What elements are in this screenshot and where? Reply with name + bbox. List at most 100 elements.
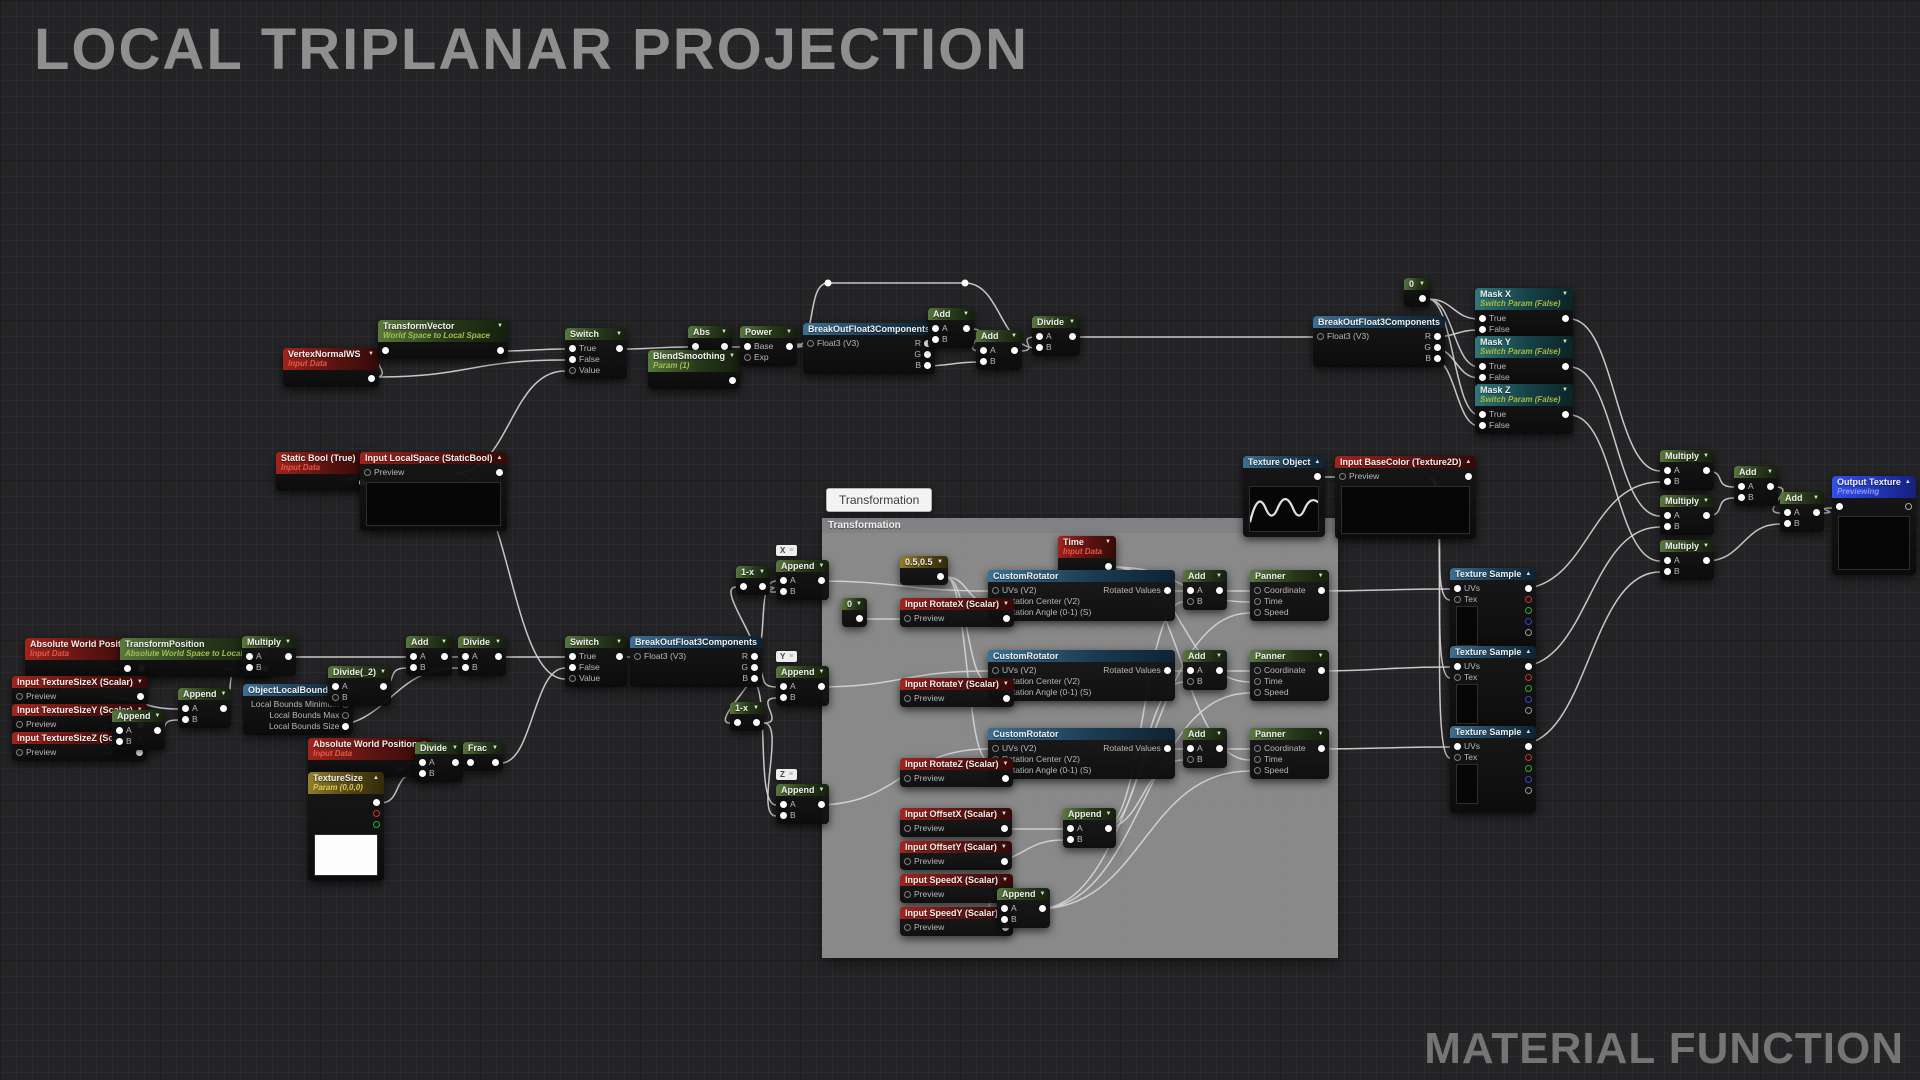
- input-speedx-node[interactable]: Input SpeedX (Scalar)▼Preview: [900, 874, 1013, 903]
- panner-3-input-Time-pin[interactable]: [1254, 755, 1261, 763]
- reroute-node[interactable]: [961, 279, 969, 287]
- breakout-bottom-input-Float3 (V3)-pin[interactable]: [634, 652, 641, 660]
- collapse-caret-icon[interactable]: ▼: [441, 639, 447, 645]
- panner-3-input-Coordinate-pin[interactable]: [1254, 744, 1261, 752]
- divide-half-input-A-pin[interactable]: [332, 682, 339, 690]
- texture-sample-2-header[interactable]: Texture Sample▲: [1450, 646, 1537, 658]
- panner-2-input-Speed-pin[interactable]: [1254, 688, 1261, 696]
- collapse-caret-icon[interactable]: ▼: [154, 713, 161, 719]
- panner-1-input-Time-pin[interactable]: [1254, 597, 1261, 605]
- multiply-right-2-input-B-pin[interactable]: [1664, 522, 1671, 530]
- multiply-right-3-header[interactable]: Multiply▼: [1660, 540, 1714, 552]
- texture-sample-3-header[interactable]: Texture Sample▲: [1450, 726, 1537, 738]
- collapse-caret-icon[interactable]: ▼: [759, 569, 765, 575]
- panner-3-header[interactable]: Panner▼: [1250, 728, 1329, 740]
- collapse-caret-icon[interactable]: ▼: [136, 679, 143, 685]
- breakout-top-output-R-pin[interactable]: [924, 339, 932, 347]
- multiply-right-3-output-0-pin[interactable]: [1702, 556, 1710, 564]
- mask-x-input-False-pin[interactable]: [1479, 325, 1486, 333]
- breakout-right-output-G-pin[interactable]: [1434, 343, 1442, 351]
- output-texture-header[interactable]: Output Texture▲Previewing: [1832, 476, 1916, 498]
- mask-x-output-0-pin[interactable]: [1562, 314, 1569, 322]
- collapse-caret-icon[interactable]: ▼: [1000, 844, 1007, 850]
- multiply-right-2-header[interactable]: Multiply▼: [1660, 495, 1714, 507]
- breakout-right-output-R-pin[interactable]: [1434, 332, 1442, 340]
- transformvector-input-0-pin[interactable]: [382, 346, 389, 354]
- collapse-caret-icon[interactable]: ▲: [373, 775, 379, 781]
- input-offsetx-input-Preview-pin[interactable]: [904, 824, 911, 832]
- panner-2-output-0-pin[interactable]: [1317, 666, 1325, 674]
- texture-sample-2-output-0-pin[interactable]: [1525, 662, 1533, 670]
- add-panner-3-input-A-pin[interactable]: [1187, 744, 1194, 752]
- mask-z-output-0-pin[interactable]: [1562, 410, 1569, 418]
- input-rotatex-header[interactable]: Input RotateX (Scalar)▼: [900, 598, 1014, 610]
- input-rotatex-node[interactable]: Input RotateX (Scalar)▼Preview: [900, 598, 1014, 627]
- texture-object-output-0-pin[interactable]: [1314, 472, 1322, 480]
- input-rotatex-input-Preview-pin[interactable]: [904, 614, 911, 622]
- texture-sample-3-output-0-pin[interactable]: [1525, 742, 1533, 750]
- add-top-2-output-0-pin[interactable]: [1011, 346, 1018, 354]
- add-panner-2-input-B-pin[interactable]: [1187, 677, 1194, 685]
- reroute-node[interactable]: [824, 279, 832, 287]
- switch-bottom-input-True-pin[interactable]: [569, 652, 576, 660]
- texturesize-param-node[interactable]: TextureSize▲Param (0,0,0): [308, 772, 384, 881]
- collapse-caret-icon[interactable]: ▼: [1001, 811, 1007, 817]
- divide-left-input-B-pin[interactable]: [462, 663, 469, 671]
- texture-sample-2-input-Tex-pin[interactable]: [1454, 673, 1461, 681]
- input-basecolor-header[interactable]: Input BaseColor (Texture2D)▲: [1335, 456, 1477, 468]
- texture-sample-2-output-3-pin[interactable]: [1525, 695, 1533, 703]
- breakout-right-output-B-pin[interactable]: [1434, 354, 1442, 362]
- append-speed-header[interactable]: Append▼: [997, 888, 1051, 900]
- collapse-caret-icon[interactable]: ▲: [1314, 459, 1321, 465]
- texture-sample-3-input-UVs-pin[interactable]: [1454, 742, 1461, 750]
- input-basecolor-input-Preview-pin[interactable]: [1339, 472, 1346, 480]
- divide-half-input-B-pin[interactable]: [332, 693, 339, 701]
- input-rotatez-header[interactable]: Input RotateZ (Scalar)▼: [900, 758, 1014, 770]
- multiply-right-2-output-0-pin[interactable]: [1702, 511, 1710, 519]
- divide-top-input-B-pin[interactable]: [1036, 343, 1043, 351]
- collapse-caret-icon[interactable]: ▼: [616, 639, 622, 645]
- input-texturesizex-node[interactable]: Input TextureSizeX (Scalar)▼Preview: [12, 676, 148, 705]
- const-0-mid-header[interactable]: 0▼: [842, 598, 867, 610]
- input-texturesizey-input-Preview-pin[interactable]: [16, 720, 23, 728]
- divide-left-output-0-pin[interactable]: [495, 652, 502, 660]
- breakout-right-input-Float3 (V3)-pin[interactable]: [1317, 332, 1324, 340]
- divide-left-input-A-pin[interactable]: [462, 652, 469, 660]
- multiply-right-1-input-A-pin[interactable]: [1664, 466, 1671, 474]
- breakout-bottom-output-G-pin[interactable]: [751, 663, 759, 671]
- append-left-1-header[interactable]: Append▼: [112, 710, 166, 722]
- divide-left-header[interactable]: Divide▼: [458, 636, 506, 648]
- collapse-caret-icon[interactable]: ▼: [452, 745, 458, 751]
- const-half-half-header[interactable]: 0.5,0.5▼: [900, 556, 948, 568]
- transformposition-input-0-pin[interactable]: [124, 664, 131, 672]
- add-left-input-A-pin[interactable]: [410, 652, 417, 660]
- customrotator-1-output-Rotated Values-pin[interactable]: [1163, 586, 1171, 594]
- texture-sample-2-input-UVs-pin[interactable]: [1454, 662, 1461, 670]
- texture-sample-3-output-3-pin[interactable]: [1525, 775, 1533, 783]
- append-left-2-input-B-pin[interactable]: [182, 715, 189, 723]
- add-top-2-input-B-pin[interactable]: [980, 357, 987, 365]
- frac-output-0-pin[interactable]: [492, 758, 499, 766]
- append-left-2-header[interactable]: Append▼: [178, 688, 232, 700]
- add-left-header[interactable]: Add▼: [406, 636, 452, 648]
- collapse-caret-icon[interactable]: ▼: [380, 669, 386, 675]
- switch-bottom-input-False-pin[interactable]: [569, 663, 576, 671]
- collapse-caret-icon[interactable]: ▼: [1703, 453, 1709, 459]
- add-left-input-B-pin[interactable]: [410, 663, 417, 671]
- oneminus-top-node[interactable]: 1-x▼: [736, 566, 770, 595]
- collapse-caret-icon[interactable]: ▼: [492, 745, 498, 751]
- input-texturesizez-input-Preview-pin[interactable]: [16, 748, 23, 756]
- input-offsetx-output-0-pin[interactable]: [1000, 824, 1008, 832]
- multiply-right-1-input-B-pin[interactable]: [1664, 477, 1671, 485]
- append-axis-x-input-B-pin[interactable]: [780, 587, 787, 595]
- collapse-caret-icon[interactable]: ▼: [1069, 319, 1075, 325]
- output-texture-output-0-pin[interactable]: [1904, 502, 1912, 510]
